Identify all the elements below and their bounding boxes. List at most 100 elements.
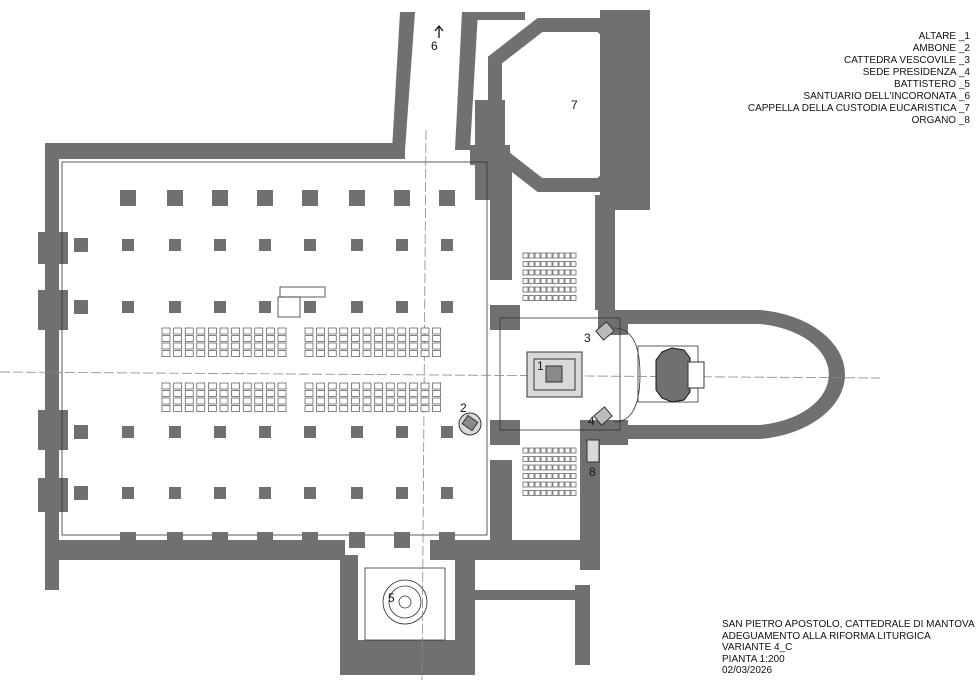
pillar xyxy=(304,301,316,313)
pew xyxy=(558,252,565,259)
pew xyxy=(564,261,571,267)
pew xyxy=(339,327,349,335)
pew xyxy=(540,464,547,471)
pillar xyxy=(396,239,408,251)
pillar xyxy=(394,190,410,206)
pew xyxy=(522,261,529,267)
pillar xyxy=(214,301,226,313)
pew xyxy=(522,295,529,301)
pillar xyxy=(167,190,183,206)
pew xyxy=(570,447,577,454)
pillar xyxy=(441,239,453,251)
pew xyxy=(316,390,325,397)
pillar xyxy=(214,487,226,499)
legend-item: SANTUARIO DELL'INCORONATA _6 xyxy=(803,91,970,102)
pew xyxy=(546,278,553,284)
pew xyxy=(316,350,325,357)
pew xyxy=(522,456,529,462)
pew xyxy=(564,252,571,259)
pew xyxy=(362,397,372,405)
pew xyxy=(351,405,360,412)
pew xyxy=(522,286,529,293)
pew xyxy=(231,405,240,412)
pew xyxy=(546,261,553,267)
pew xyxy=(558,269,565,276)
pew xyxy=(351,390,360,397)
pillar xyxy=(494,238,508,252)
pew xyxy=(540,261,547,267)
pew xyxy=(231,342,240,350)
pew xyxy=(277,390,287,397)
pillar xyxy=(441,301,453,313)
pew xyxy=(540,269,547,276)
organ xyxy=(586,439,600,463)
pew xyxy=(564,473,571,479)
pew xyxy=(231,382,240,390)
pew xyxy=(540,447,547,454)
pew xyxy=(219,335,229,342)
pew xyxy=(522,278,529,284)
pew xyxy=(552,473,559,479)
pew xyxy=(208,397,217,405)
pew xyxy=(540,252,547,259)
pew xyxy=(397,327,407,335)
pew xyxy=(409,397,418,405)
pew xyxy=(528,456,535,462)
pew xyxy=(564,456,571,462)
pew xyxy=(522,269,529,276)
legend-item: BATTISTERO _5 xyxy=(894,79,970,90)
pew xyxy=(196,382,206,390)
pew xyxy=(362,405,372,412)
pew xyxy=(173,342,182,350)
pew xyxy=(242,350,252,357)
pew xyxy=(374,382,383,390)
legend-item: CAPPELLA DELLA CUSTODIA EUCARISTICA _7 xyxy=(747,103,970,114)
pillar xyxy=(494,486,508,500)
label-cathedra: 3 xyxy=(584,331,591,345)
pillar xyxy=(122,487,134,499)
pillar xyxy=(214,239,226,251)
pew xyxy=(374,405,383,412)
tabernacle-structure xyxy=(655,347,705,403)
pew xyxy=(570,261,577,267)
pew xyxy=(374,342,383,350)
pew xyxy=(420,350,430,357)
pew xyxy=(254,335,264,342)
pew xyxy=(432,342,441,350)
pew xyxy=(362,382,372,390)
pew xyxy=(552,464,559,471)
pew xyxy=(564,490,571,496)
pew xyxy=(546,464,553,471)
pew xyxy=(196,335,206,342)
pew xyxy=(570,252,577,259)
pew xyxy=(558,473,565,479)
pillar xyxy=(169,426,181,438)
pew xyxy=(351,335,360,342)
pew xyxy=(327,382,337,390)
pew xyxy=(219,342,229,350)
pew xyxy=(327,327,337,335)
pew xyxy=(385,390,395,397)
label-baptistery: 5 xyxy=(388,591,395,605)
label-altar: 1 xyxy=(537,359,544,373)
pew xyxy=(351,350,360,357)
pillar xyxy=(120,532,136,548)
pew xyxy=(432,350,441,357)
pew xyxy=(374,390,383,397)
pillar xyxy=(439,532,455,548)
pew xyxy=(339,405,349,412)
pew xyxy=(339,397,349,405)
pew xyxy=(161,397,171,405)
pew xyxy=(546,481,553,488)
pew xyxy=(570,269,577,276)
pew xyxy=(564,481,571,488)
pew xyxy=(558,481,565,488)
pew xyxy=(570,464,577,471)
pillar xyxy=(257,532,273,548)
pew xyxy=(184,382,194,390)
pew xyxy=(420,342,430,350)
pew xyxy=(304,350,314,357)
pew xyxy=(540,481,547,488)
pew xyxy=(432,382,441,390)
pillar xyxy=(439,190,455,206)
